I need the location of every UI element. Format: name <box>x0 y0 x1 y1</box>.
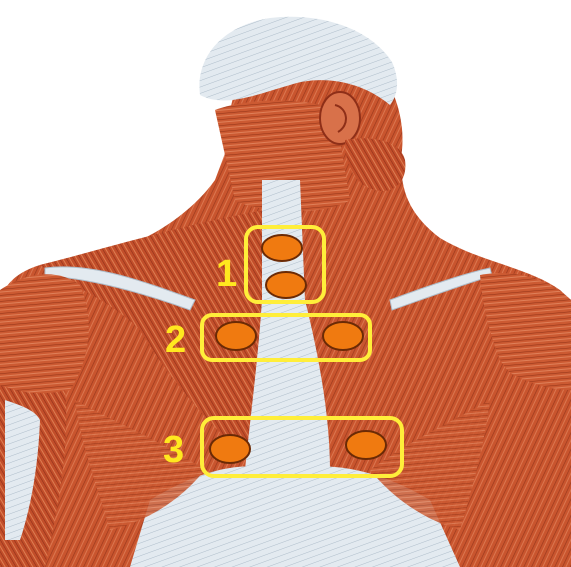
zone-1-point-lower <box>266 272 306 298</box>
ear <box>320 92 360 144</box>
zone-2-label: 2 <box>165 319 186 361</box>
zone-3-point-left <box>210 435 250 463</box>
zone-3-label: 3 <box>163 429 184 471</box>
zone-1-label: 1 <box>216 253 237 295</box>
zone-2-point-right <box>323 322 363 350</box>
deltoid-left <box>0 274 89 395</box>
zone-3-point-right <box>346 431 386 459</box>
zone-2-point-left <box>216 322 256 350</box>
zone-1-point-upper <box>262 235 302 261</box>
